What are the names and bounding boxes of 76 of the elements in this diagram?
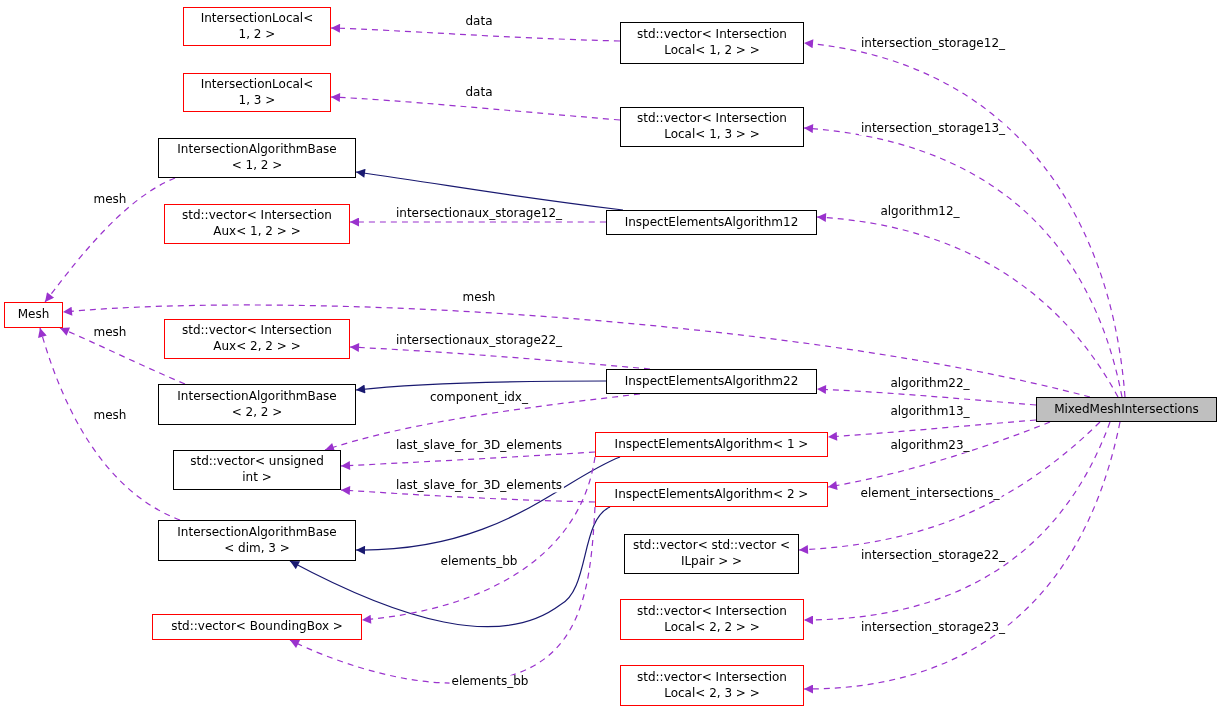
class-name: InspectElementsAlgorithm< 1 > (614, 436, 809, 453)
class-name: IntersectionAlgorithmBase < 2, 2 > (176, 388, 338, 421)
class-name: InspectElementsAlgorithm12 (624, 214, 799, 231)
class-box (1036, 397, 1217, 422)
class-box (595, 482, 828, 507)
class-box (606, 369, 817, 394)
class-box (158, 384, 356, 425)
arrow (803, 421, 1121, 694)
class-box (164, 204, 350, 244)
class-box (158, 138, 356, 178)
class-box (595, 432, 828, 457)
class-box (152, 614, 362, 640)
arrow (798, 421, 1101, 554)
class-box (620, 599, 804, 640)
edge-label: elements_bb (449, 675, 531, 689)
edge-label: algorithm23_ (888, 439, 972, 453)
class-name: InspectElementsAlgorithm< 2 > (614, 486, 809, 503)
class-name: std::vector< Intersection Local< 1, 3 > > (636, 111, 788, 143)
arrow (38, 327, 181, 521)
arrow (827, 421, 1051, 490)
edge-label: intersection_storage12_ (859, 37, 1007, 51)
arrow (44, 177, 176, 303)
arrow (289, 506, 596, 684)
class-name: std::vector< unsigned int > (189, 454, 325, 486)
class-name: MixedMeshIntersections (1054, 401, 1199, 418)
arrow (355, 380, 607, 394)
edge-label: intersection_storage22_ (859, 549, 1007, 563)
arrow (803, 124, 1123, 398)
arrow (816, 213, 1119, 398)
arrow (62, 304, 1091, 398)
class-name: std::vector< Intersection Local< 1, 2 > > (636, 27, 788, 59)
arrow (340, 451, 596, 471)
class-name: IntersectionLocal< 1, 2 > (199, 10, 315, 43)
arrow (340, 486, 596, 503)
class-name: InspectElementsAlgorithm22 (624, 373, 799, 390)
arrow (330, 92, 621, 121)
edge-label: intersection_storage23_ (859, 621, 1007, 635)
class-name: std::vector< Intersection Aux< 1, 2 > > (181, 208, 333, 240)
arrow (349, 217, 607, 227)
edge-label: elements_bb (438, 555, 520, 569)
arrow (816, 384, 1037, 406)
edge-label: algorithm13_ (888, 405, 972, 419)
class-box (164, 319, 350, 359)
class-name: IntersectionLocal< 1, 3 > (199, 76, 315, 109)
arrow (289, 506, 611, 628)
edge-label: algorithm22_ (888, 377, 972, 391)
class-box (620, 107, 804, 147)
class-name: std::vector< BoundingBox > (171, 619, 343, 635)
class-box (620, 665, 804, 706)
class-name: std::vector< Intersection Aux< 2, 2 > > (181, 323, 333, 355)
arrow (803, 39, 1126, 398)
class-box (4, 302, 63, 328)
edge-label: intersection_storage13_ (859, 122, 1007, 136)
edge-label: component_idx_ (428, 391, 530, 405)
edge-label: last_slave_for_3D_elements (393, 479, 565, 493)
class-name: std::vector< std::vector < ILpair > > (631, 538, 792, 570)
edge-label: algorithm12_ (878, 205, 962, 219)
class-box (183, 73, 331, 112)
class-box (620, 22, 804, 64)
class-name: IntersectionAlgorithmBase < dim, 3 > (176, 524, 338, 557)
arrow (59, 327, 186, 385)
class-name: std::vector< Intersection Local< 2, 2 > > (636, 603, 788, 636)
class-box (158, 520, 356, 561)
edge-label: element_intersections_ (858, 487, 1002, 501)
arrow (803, 421, 1111, 625)
class-box (183, 7, 331, 46)
class-box (173, 450, 341, 490)
arrow (330, 23, 621, 42)
arrow (355, 456, 621, 555)
class-name: IntersectionAlgorithmBase < 1, 2 > (176, 142, 338, 174)
arrow (361, 456, 596, 624)
class-box (606, 210, 817, 235)
class-box (624, 534, 799, 574)
arrow (827, 419, 1037, 441)
class-name: Mesh (17, 307, 50, 323)
class-name: std::vector< Intersection Local< 2, 3 > > (636, 669, 788, 702)
